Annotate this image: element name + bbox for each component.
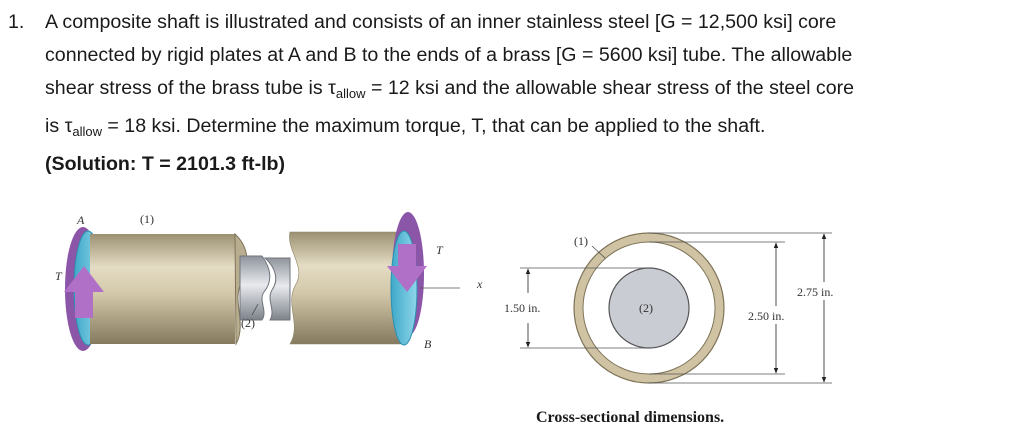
cross-section-caption: Cross-sectional dimensions. [536,409,724,426]
label-two-section: (2) [639,301,653,315]
brass-stress-text: shear stress of the brass tube is τ [45,77,336,99]
problem-line-2: connected by rigid plates at A and B to … [45,44,853,66]
leader-two [251,303,259,316]
left-shaft-segment [64,227,271,351]
steel-stress-value: = 18 ksi. Determine the maximum torque, … [101,115,766,137]
leader-one-section [591,245,606,259]
brass-stress-value: = 12 ksi and the allowable shear stress … [365,77,855,99]
outer-dim-label: 2.75 in. [797,285,833,299]
cross-section [520,232,832,384]
subscript-allow: allow [335,86,366,101]
composite-shaft-figure: A T T x B (1) (2) (1) (2) 1.50 in. 2 [55,212,833,426]
mid-dim-label: 2.50 in. [748,309,784,323]
problem-line-1: A composite shaft is illustrated and con… [45,11,837,33]
solution-line: (Solution: T = 2101.3 ft-lb) [45,153,286,175]
subscript-allow: allow [72,124,102,139]
label-t-left: T [55,269,63,283]
steel-core-right [263,257,291,321]
problem-line-4: is τallow = 18 ksi. Determine the maximu… [45,110,1005,148]
label-b: B [424,337,432,351]
inner-dim-label: 1.50 in. [504,301,540,315]
label-a: A [76,213,85,227]
torque-arrow-a [64,266,104,318]
label-one-section: (1) [574,234,588,248]
brass-tube-right [289,231,406,345]
label-one-shaft: (1) [140,212,154,226]
steel-stress-text: is τ [45,115,73,137]
problem-line-3: shear stress of the brass tube is τallow… [45,72,1005,110]
right-shaft-segment [263,212,460,346]
problem-text: A composite shaft is illustrated and con… [45,6,1005,181]
brass-tube-left [90,234,235,344]
steel-core-left [239,255,271,321]
label-two-shaft: (2) [241,316,255,330]
problem-number: 1. [8,11,25,33]
torque-arrow-b [387,244,427,292]
label-x: x [476,277,483,291]
label-t-right: T [436,243,444,257]
